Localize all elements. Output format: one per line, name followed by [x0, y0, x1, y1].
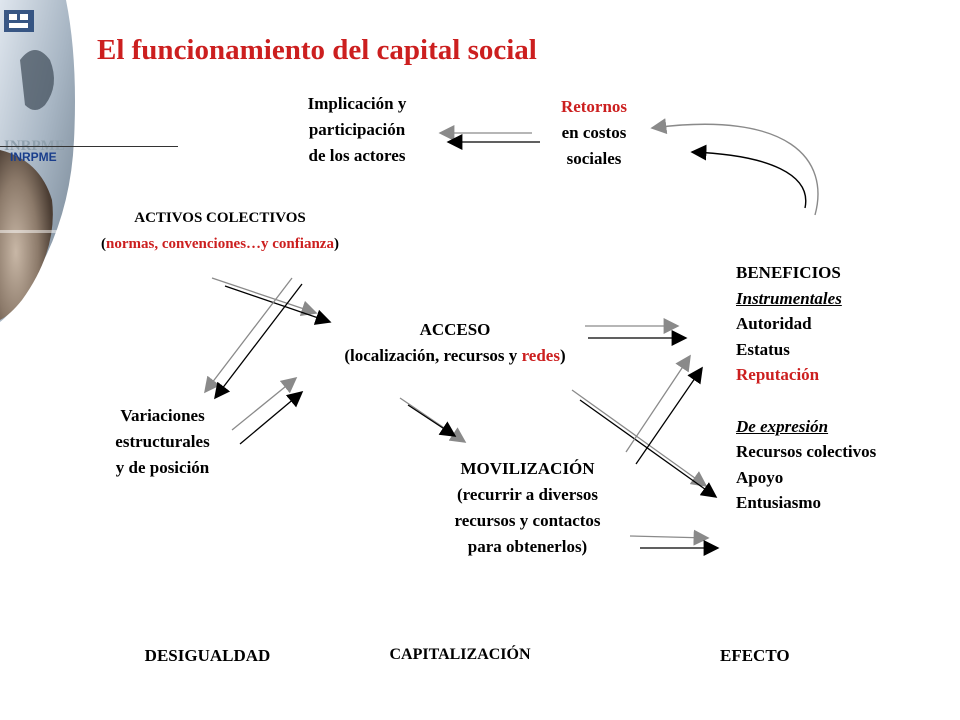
- node-acceso-detail: (localización, recursos y redes): [290, 343, 620, 369]
- beneficios-item: Estatus: [736, 339, 790, 359]
- arrow-beneficios-retornos: [690, 144, 807, 209]
- paren-close: ): [333, 236, 339, 252]
- arrow-acceso-expresion: [579, 399, 718, 498]
- arrow-movilizacion-efecto: [629, 529, 710, 546]
- brand-photo-graphic: [0, 0, 82, 330]
- node-movilizacion-line: MOVILIZACIÓN: [460, 459, 595, 478]
- node-movilizacion-line: para obtenerlos): [467, 537, 588, 556]
- beneficios-expresion-label: De expresión: [736, 416, 829, 436]
- beneficios-heading: BENEFICIOS: [736, 263, 841, 282]
- node-movilizacion-line: (recurrir a diversos: [457, 485, 598, 504]
- beneficios-item: Apoyo: [736, 467, 784, 487]
- arrow-variaciones-acceso: [239, 390, 304, 445]
- arrow-movilizacion-reputacion: [625, 354, 691, 453]
- arrow-variaciones-acceso: [231, 376, 298, 431]
- arrow-activos-acceso: [224, 285, 332, 325]
- arrow-acceso-expresion: [571, 389, 708, 487]
- node-retornos-line: Retornos: [560, 97, 628, 116]
- node-retornos: Retornos en costos sociales: [534, 94, 654, 172]
- node-variaciones-line: estructurales: [115, 432, 210, 451]
- node-beneficios: BENEFICIOS Instrumentales Autoridad Esta…: [736, 260, 946, 516]
- arrow-movilizacion-reputacion: [635, 366, 703, 465]
- footer-capitalizacion: CAPITALIZACIÓN: [389, 646, 531, 663]
- node-implicacion-line: participación: [308, 120, 406, 139]
- node-implicacion-line: Implicación y: [307, 94, 407, 113]
- node-variaciones: Variaciones estructurales y de posición: [85, 403, 240, 481]
- node-retornos-line: en costos: [561, 123, 627, 142]
- beneficios-item: Autoridad: [736, 314, 812, 334]
- arrow-activos-variaciones: [204, 277, 293, 394]
- beneficios-item: Entusiasmo: [736, 493, 822, 513]
- node-acceso-detail-prefix: (localización, recursos y: [344, 346, 522, 365]
- node-implicacion: Implicación y participación de los actor…: [282, 91, 432, 169]
- node-acceso-heading: ACCESO: [419, 320, 491, 339]
- node-movilizacion: MOVILIZACIÓN (recurrir a diversos recurs…: [415, 456, 640, 560]
- arrow-activos-variaciones: [214, 283, 303, 400]
- node-activos-detail-text: normas, convenciones…y confianza: [106, 236, 334, 252]
- node-movilizacion-line: recursos y contactos: [454, 511, 601, 530]
- node-activos-heading: ACTIVOS COLECTIVOS: [134, 210, 306, 226]
- node-retornos-line: sociales: [566, 149, 622, 168]
- brand-sidebar-graphic: [0, 0, 82, 330]
- arrow-beneficios-retornos: [650, 118, 819, 216]
- node-variaciones-line: Variaciones: [120, 406, 205, 425]
- arrow-acceso-movilizacion: [407, 404, 457, 437]
- page-title: El funcionamiento del capital social: [97, 34, 537, 66]
- footer-efecto: EFECTO: [720, 646, 790, 665]
- paren-open: (: [101, 236, 107, 252]
- beneficios-item-reputacion: Reputación: [736, 365, 820, 385]
- node-implicacion-line: de los actores: [308, 146, 406, 165]
- node-acceso: ACCESO (localización, recursos y redes): [290, 317, 620, 369]
- arrow-activos-acceso: [211, 277, 318, 316]
- node-variaciones-line: y de posición: [115, 458, 210, 477]
- node-acceso-detail-suffix: ): [559, 346, 566, 365]
- node-activos-detail: (normas, convenciones…y confianza): [40, 231, 400, 257]
- node-activos: ACTIVOS COLECTIVOS (normas, convenciones…: [40, 205, 400, 257]
- brand-logo-text: INRPME: [10, 150, 57, 164]
- brand-divider-line: [0, 146, 178, 147]
- footer-desigualdad: DESIGUALDAD: [144, 646, 271, 665]
- beneficios-item: Recursos colectivos: [736, 442, 877, 462]
- node-acceso-detail-redes: redes: [521, 346, 560, 365]
- beneficios-instrumentales-label: Instrumentales: [736, 288, 842, 308]
